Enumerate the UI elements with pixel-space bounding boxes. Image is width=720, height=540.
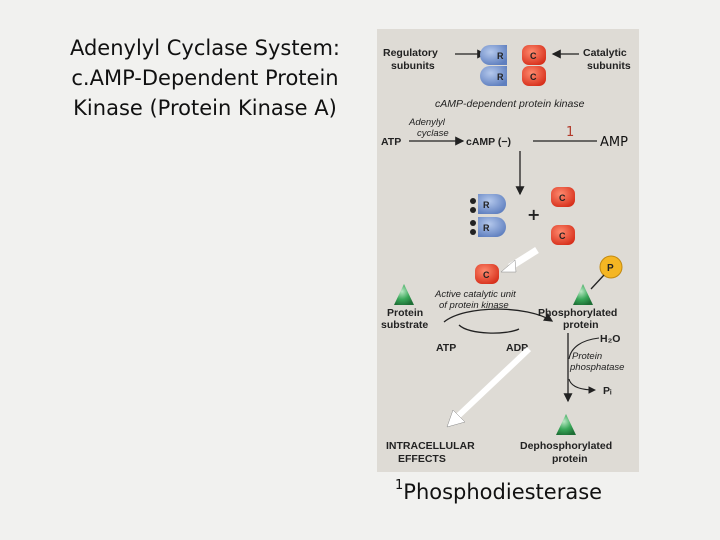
catalytic-subunit-c: C (530, 72, 537, 82)
catalytic-subunit-c: C (530, 51, 537, 61)
regulatory-subunit-r: R (497, 72, 504, 82)
h2o-label: H₂O (600, 333, 620, 345)
protein-substrate-label-2: substrate (381, 319, 428, 331)
active-catalytic-unit (475, 264, 499, 284)
catalytic-subunit-c: C (559, 193, 566, 203)
intracellular-effects-label: INTRACELLULAR (386, 440, 475, 452)
regulatory-subunits-label: Regulatory (383, 47, 438, 59)
catalytic-subunits-label-2: subunits (587, 60, 631, 72)
footnote-text: Phosphodiesterase (403, 480, 603, 504)
catalytic-subunit-c: C (483, 270, 490, 280)
regulatory-subunit-r: R (497, 51, 504, 61)
title-line-3: Kinase (Protein Kinase A) (73, 96, 337, 120)
title-line-1: Adenylyl Cyclase System: (69, 36, 341, 60)
atp-label-2: ATP (436, 342, 456, 354)
regulatory-subunit-shape (480, 45, 507, 65)
phosphorylation-arrow (443, 308, 554, 323)
release-arrow-head (500, 259, 517, 273)
catalytic-subunit-c: C (559, 231, 566, 241)
footnote-marker: 1 (395, 478, 404, 493)
amp-label: AMP (600, 135, 628, 150)
dephosphorylated-protein-label: Dephosphorylated (520, 440, 612, 452)
dephosphorylated-protein-label-2: protein (552, 453, 588, 465)
catalytic-subunits-label: Catalytic (583, 47, 627, 59)
phosphatase-label-2: phosphatase (569, 362, 624, 373)
h2o-arrow (568, 337, 600, 360)
pka-pathway-diagram: Regulatory subunits Catalytic subunits R… (377, 29, 639, 472)
protein-substrate-label: Protein (387, 307, 423, 319)
regulatory-subunit-shape (480, 66, 507, 86)
pi-arrow (568, 378, 597, 394)
phosphate-link (590, 274, 605, 290)
intracellular-effects-label-2: EFFECTS (398, 453, 446, 465)
regulatory-dimer-with-camp: R R (470, 194, 506, 237)
adenylyl-cyclase-label-2: cyclase (417, 128, 449, 139)
atp-label: ATP (381, 136, 401, 148)
adenylyl-cyclase-label: Adenylyl (408, 117, 446, 128)
dephosphorylated-protein-shape (556, 414, 576, 435)
active-unit-label-2: of protein kinase (439, 300, 509, 311)
regulatory-subunits-label-2: subunits (391, 60, 435, 72)
protein-substrate-shape (394, 284, 414, 305)
footnote-marker-1: 1 (566, 125, 574, 140)
phosphatase-label: Protein (572, 351, 602, 362)
holoenzyme-complex: R R C C (480, 45, 546, 86)
title-line-2: c.AMP-Dependent Protein (71, 66, 339, 90)
phosphate-p: P (607, 263, 614, 274)
phosphate-circle (599, 255, 623, 279)
phosphorylated-protein-shape (573, 284, 593, 305)
effects-arrow-head (446, 409, 466, 428)
camp-label: cAMP (−) (466, 136, 511, 148)
regulatory-subunit-r: R (483, 223, 490, 233)
camp-dependent-kinase-caption: cAMP-dependent protein kinase (435, 98, 585, 110)
footnote: 1Phosphodiesterase (395, 478, 603, 504)
slide-title: Adenylyl Cyclase System: c.AMP-Dependent… (40, 33, 370, 123)
regulatory-subunit-r: R (483, 200, 490, 210)
plus-sign: + (527, 205, 540, 224)
catalytic-subunit-shape (522, 66, 546, 86)
active-unit-label: Active catalytic unit (434, 289, 516, 300)
catalytic-subunit-shape (522, 45, 546, 65)
phosphorylated-protein-label: Phosphorylated (538, 307, 617, 319)
phosphorylated-protein-label-2: protein (563, 319, 599, 331)
atp-adp-arrow (458, 324, 520, 334)
pi-label: Pᵢ (603, 385, 612, 397)
effects-arrow-shaft (454, 346, 532, 420)
free-catalytic-subunits: C C (551, 187, 575, 245)
